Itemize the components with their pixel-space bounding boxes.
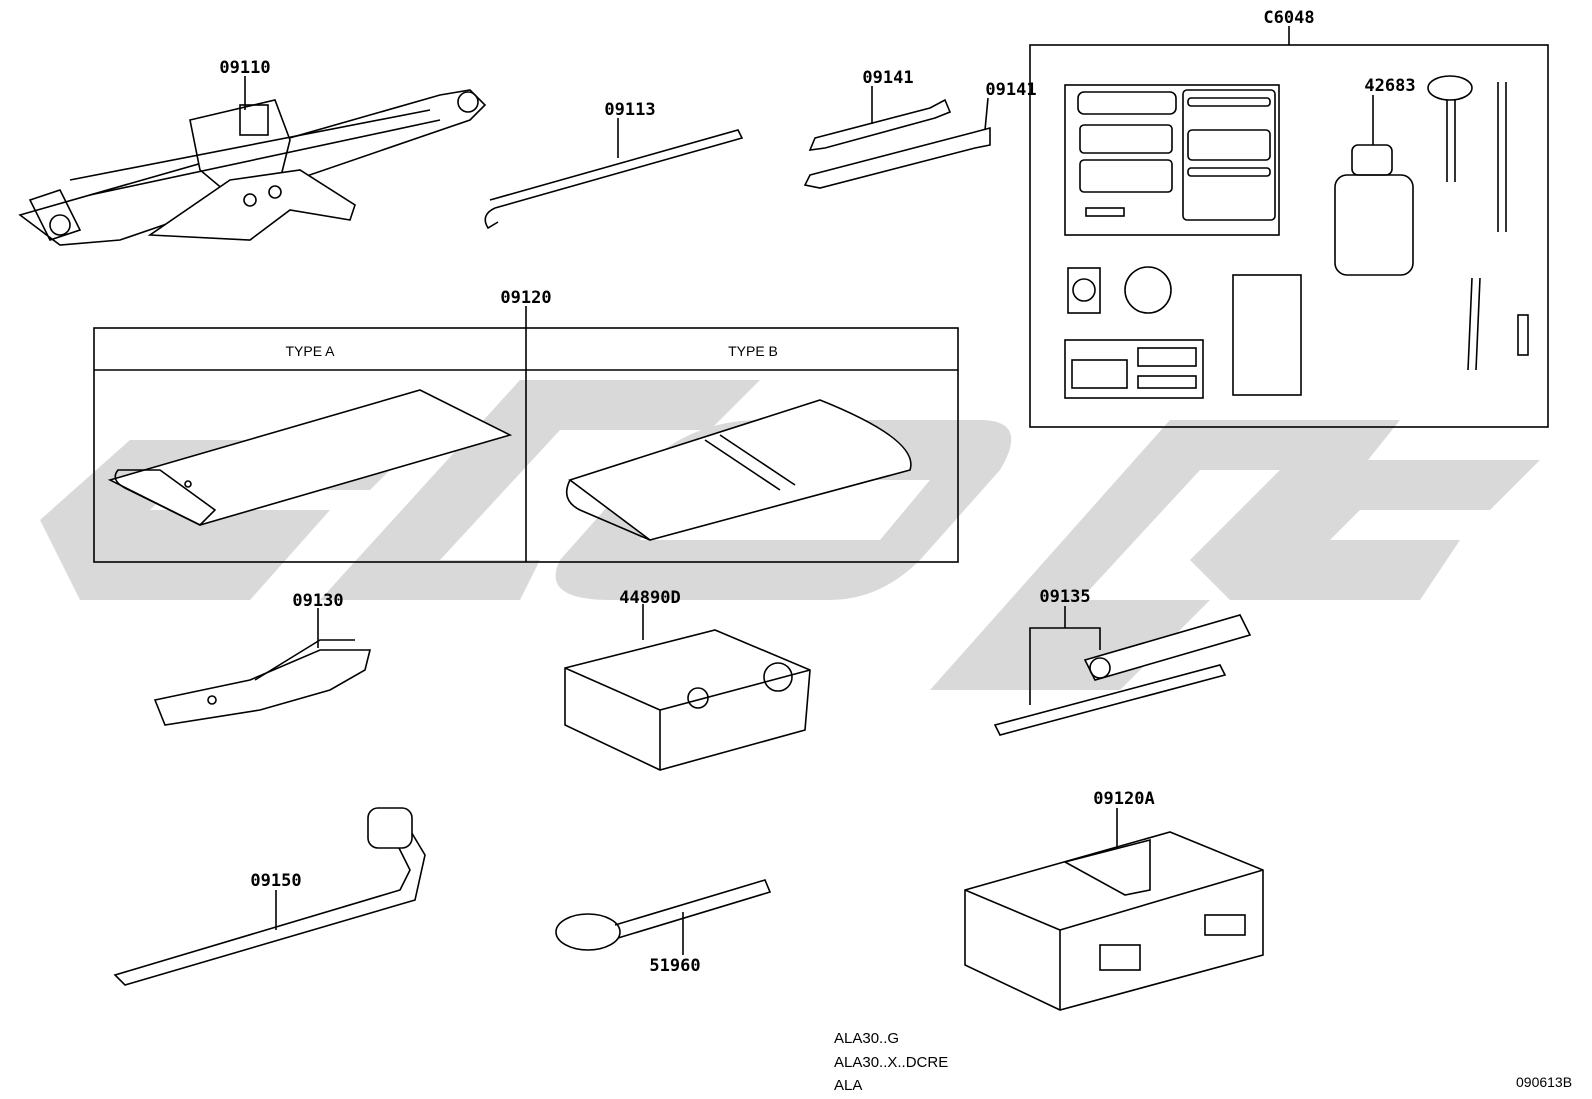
model-code-1: ALA30..G xyxy=(834,1030,900,1047)
model-code-3: ALA xyxy=(834,1077,863,1094)
eye-bolt-icon xyxy=(555,879,772,951)
screwdriver-icon xyxy=(993,614,1252,736)
part-label-09120[interactable]: 09120 xyxy=(500,288,552,308)
scissor-jack-icon xyxy=(18,89,487,246)
part-label-09120A[interactable]: 09120A xyxy=(1093,789,1155,809)
part-label-09130[interactable]: 09130 xyxy=(292,591,344,611)
type-a-header: TYPE A xyxy=(285,343,335,359)
part-label-09150[interactable]: 09150 xyxy=(250,871,302,891)
repair-kit-contents-icon xyxy=(1064,75,1529,399)
part-label-42683[interactable]: 42683 xyxy=(1364,76,1416,96)
part-label-09141[interactable]: 09141 xyxy=(862,68,914,88)
tool-box-icon xyxy=(964,831,1264,1011)
part-label-09113[interactable]: 09113 xyxy=(604,100,656,120)
part-label-51960[interactable]: 51960 xyxy=(649,956,701,976)
air-compressor-icon xyxy=(564,629,811,771)
part-label-C6048[interactable]: C6048 xyxy=(1263,8,1315,28)
wrench-icon xyxy=(803,98,991,189)
pliers-icon xyxy=(153,639,372,726)
jack-handle-rod-icon xyxy=(484,129,744,230)
lug-wrench-icon xyxy=(113,807,426,986)
tool-bag-type-a-icon xyxy=(107,389,513,526)
part-label-44890D[interactable]: 44890D xyxy=(619,588,681,608)
part-label-09135[interactable]: 09135 xyxy=(1039,587,1091,607)
part-label-09110[interactable]: 09110 xyxy=(219,58,271,78)
part-label-09141-second[interactable]: 09141 xyxy=(985,80,1037,100)
type-b-header: TYPE B xyxy=(728,343,778,359)
model-code-2: ALA30..X..DCRE xyxy=(834,1054,949,1071)
tool-bag-type-b-icon xyxy=(565,399,912,541)
figure-code: 090613B xyxy=(1516,1074,1573,1090)
